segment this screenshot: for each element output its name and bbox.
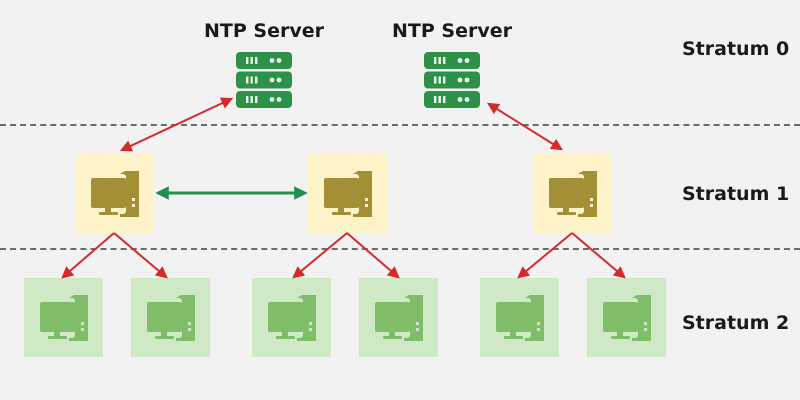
server-rack-icon — [236, 52, 292, 108]
stratum-2-node-4 — [359, 278, 438, 357]
stratum-0-label: Stratum 0 — [682, 38, 790, 60]
sync-arrow-s1a-s2a — [61, 232, 115, 279]
computer-icon — [375, 295, 423, 341]
computer-icon — [496, 295, 544, 341]
ntp-server-1 — [235, 51, 293, 109]
computer-icon — [40, 295, 88, 341]
computer-icon — [268, 295, 316, 341]
sync-arrow-s1c-s2f — [571, 232, 626, 279]
server-rack-icon — [424, 52, 480, 108]
ntp-server-2 — [423, 51, 481, 109]
stratum-1-node-2 — [308, 154, 387, 233]
sync-arrow-server2-s1c — [486, 102, 564, 151]
stratum-2-label: Stratum 2 — [682, 312, 790, 334]
stratum-2-node-5 — [480, 278, 559, 357]
sync-arrow-s1a-s2b — [113, 232, 168, 279]
stratum-divider-0-1 — [0, 124, 800, 126]
sync-arrow-s1b-s2c — [292, 232, 348, 279]
computer-icon — [549, 171, 597, 217]
sync-arrow-server1-s1a — [119, 97, 234, 152]
computer-icon — [91, 171, 139, 217]
stratum-1-label: Stratum 1 — [682, 183, 790, 205]
stratum-divider-1-2 — [0, 248, 800, 250]
ntp-server-title-1: NTP Server — [204, 20, 324, 42]
computer-icon — [324, 171, 372, 217]
computer-icon — [603, 295, 651, 341]
stratum-2-node-6 — [587, 278, 666, 357]
stratum-2-node-3 — [252, 278, 331, 357]
stratum-2-node-1 — [24, 278, 103, 357]
sync-arrow-s1b-s2d — [346, 232, 400, 279]
ntp-server-title-2: NTP Server — [392, 20, 512, 42]
computer-icon — [147, 295, 195, 341]
stratum-1-node-1 — [75, 154, 154, 233]
stratum-2-node-2 — [131, 278, 210, 357]
sync-arrow-s1c-s2e — [517, 232, 573, 279]
stratum-1-node-3 — [533, 154, 612, 233]
